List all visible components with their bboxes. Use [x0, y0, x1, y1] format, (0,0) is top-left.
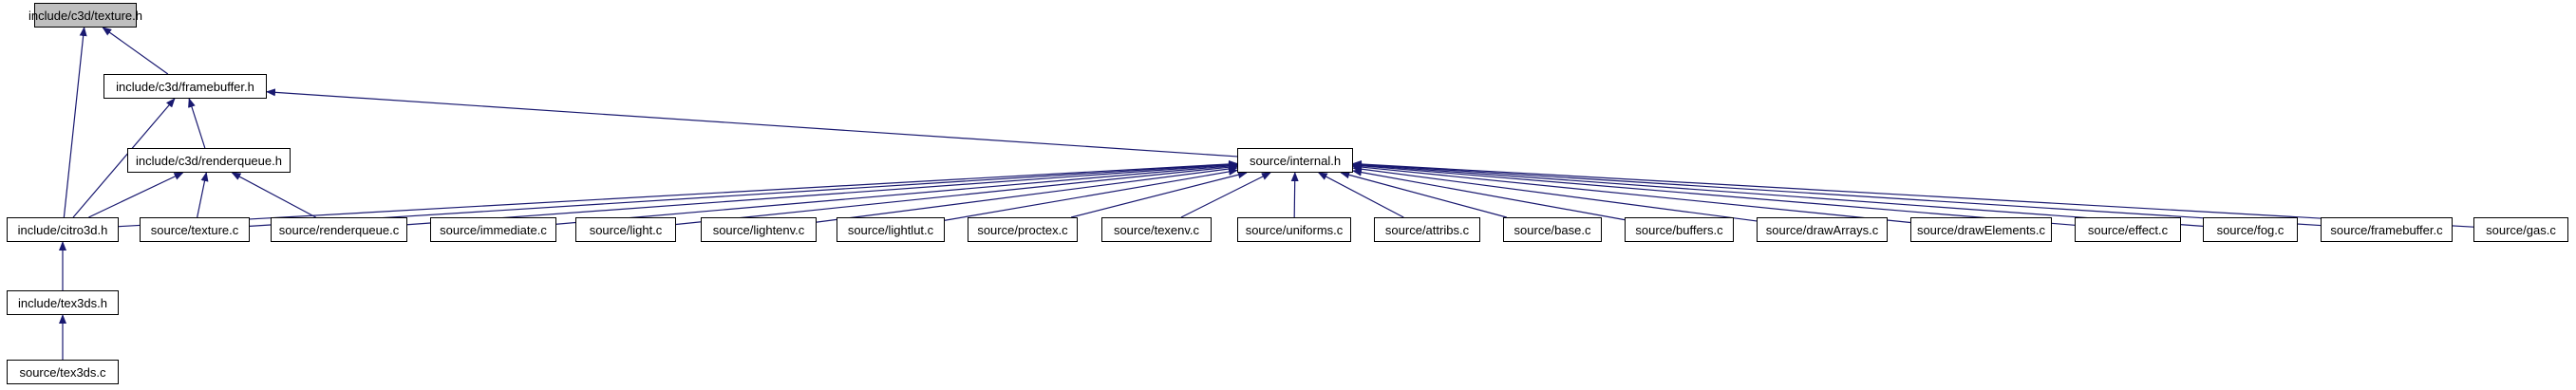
node-tex3ds-c[interactable]: source/tex3ds.c [7, 360, 119, 384]
edge-framebuffer_h-to-texture_h [102, 27, 169, 75]
node-texenv-c[interactable]: source/texenv.c [1101, 217, 1212, 242]
edge-renderqueue_h-to-framebuffer_h [188, 98, 206, 149]
node-tex3ds-h[interactable]: include/tex3ds.h [7, 290, 119, 315]
edge-renderqueue_c-to-renderqueue_h [231, 172, 316, 218]
node-immediate-c[interactable]: source/immediate.c [430, 217, 556, 242]
edge-attribs_c-to-internal_h [1317, 172, 1404, 218]
edge-fog_c-to-internal_h [1352, 161, 2204, 227]
node-framebuffer-h[interactable]: include/c3d/framebuffer.h [103, 74, 267, 99]
edge-texture_c-to-renderqueue_h [197, 172, 209, 218]
node-drawelements-c[interactable]: source/drawElements.c [1910, 217, 2052, 242]
edge-effect_c-to-internal_h [1352, 161, 2076, 226]
node-lightenv-c[interactable]: source/lightenv.c [701, 217, 817, 242]
edge-gas_c-to-internal_h [1352, 159, 2474, 228]
node-internal-h[interactable]: source/internal.h [1237, 148, 1353, 173]
node-texture-h: include/c3d/texture.h [28, 3, 142, 28]
edge-citro3d_h-to-renderqueue_h [88, 172, 184, 218]
edge-drawElements_c-to-internal_h [1352, 163, 1911, 224]
edge-uniforms_c-to-internal_h [1290, 172, 1299, 218]
node-texture-c[interactable]: source/texture.c [140, 217, 250, 242]
edge-drawArrays_c-to-internal_h [1352, 165, 1758, 222]
edge-renderqueue_c-to-internal_h [406, 161, 1238, 226]
edge-base_c-to-internal_h [1340, 171, 1507, 218]
node-drawarrays-c[interactable]: source/drawArrays.c [1757, 217, 1888, 242]
edge-framebuffer_c-to-internal_h [1352, 160, 2322, 227]
edge-texture_c-to-internal_h [249, 160, 1238, 227]
node-framebuffer-c[interactable]: source/framebuffer.c [2321, 217, 2453, 242]
edge-lightenv_c-to-internal_h [816, 165, 1238, 223]
edge-proctex_c-to-internal_h [1070, 171, 1248, 218]
node-base-c[interactable]: source/base.c [1503, 217, 1602, 242]
edge-immediate_c-to-internal_h [555, 162, 1238, 225]
edge-citro3d_h-to-internal_h [118, 159, 1238, 228]
node-uniforms-c[interactable]: source/uniforms.c [1237, 217, 1351, 242]
edge-texenv_c-to-internal_h [1180, 172, 1271, 218]
edge-citro3d_h-to-framebuffer_h [72, 98, 176, 218]
node-light-c[interactable]: source/light.c [575, 217, 676, 242]
node-effect-c[interactable]: source/effect.c [2075, 217, 2181, 242]
edge-lightlut_c-to-internal_h [944, 168, 1238, 221]
node-lightlut-c[interactable]: source/lightlut.c [837, 217, 945, 242]
node-renderqueue-c[interactable]: source/renderqueue.c [271, 217, 407, 242]
edge-buffers_c-to-internal_h [1352, 168, 1626, 221]
node-fog-c[interactable]: source/fog.c [2203, 217, 2298, 242]
edge-citro3d_h-to-texture_h [63, 27, 87, 218]
edges-layer [59, 27, 2474, 360]
node-citro3d-h[interactable]: include/citro3d.h [7, 217, 119, 242]
node-renderqueue-h[interactable]: include/c3d/renderqueue.h [127, 148, 291, 173]
node-gas-c[interactable]: source/gas.c [2473, 217, 2568, 242]
node-buffers-c[interactable]: source/buffers.c [1625, 217, 1734, 242]
node-attribs-c[interactable]: source/attribs.c [1374, 217, 1480, 242]
edge-light_c-to-internal_h [675, 163, 1238, 226]
edge-internal_h-to-framebuffer_h [266, 88, 1238, 158]
node-proctex-c[interactable]: source/proctex.c [968, 217, 1078, 242]
